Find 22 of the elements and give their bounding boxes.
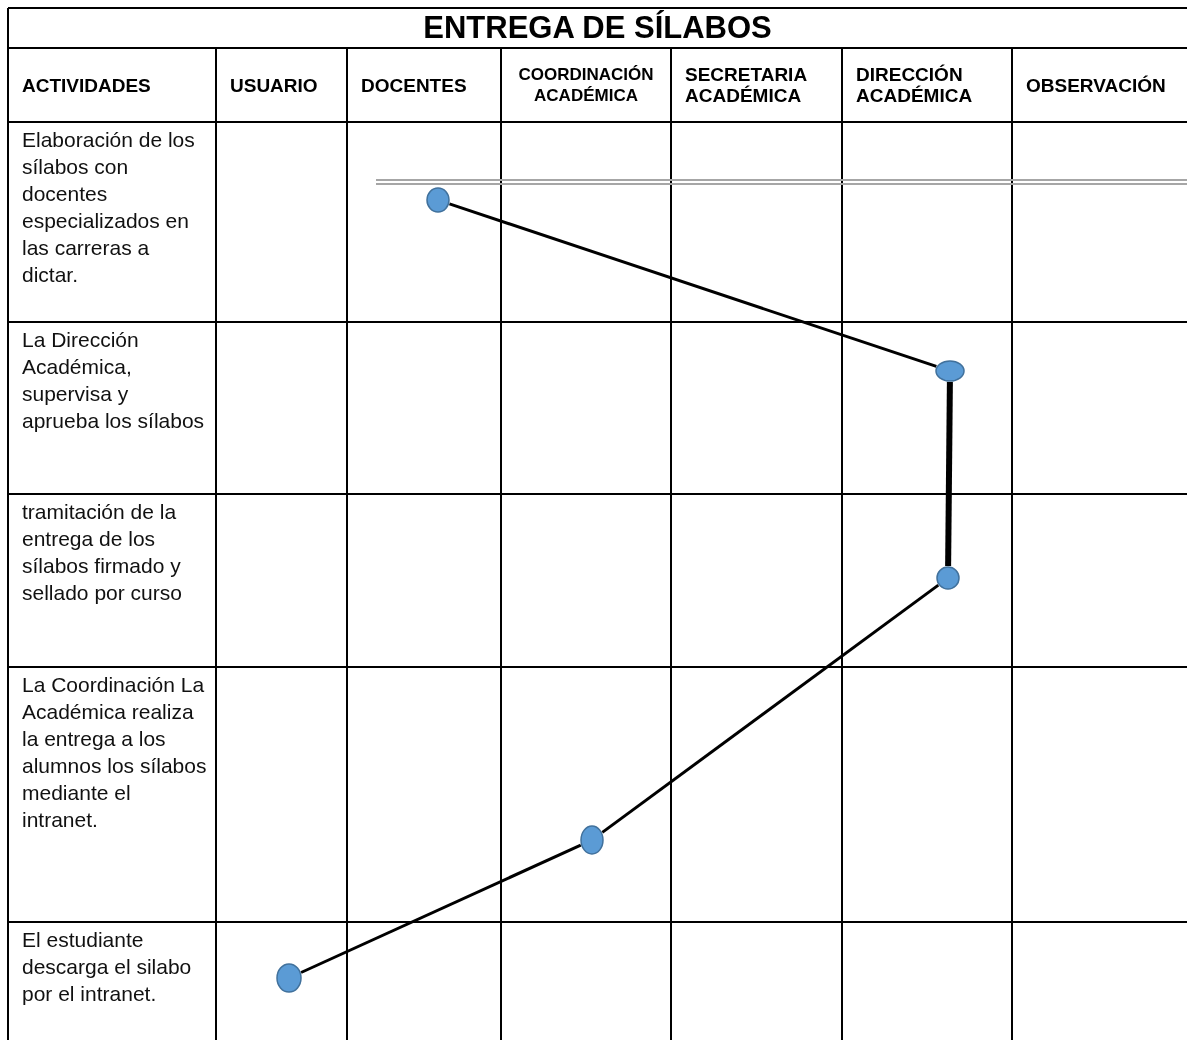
column-header: SECRETARIA ACADÉMICA	[685, 63, 808, 108]
table-title: ENTREGA DE SÍLABOS	[422, 10, 773, 46]
step-dot	[580, 825, 604, 855]
column-header: USUARIO	[230, 73, 319, 98]
step-dot	[936, 566, 960, 590]
connector-line	[300, 843, 582, 974]
column-header: ACTIVIDADES	[22, 73, 152, 98]
step-dot	[426, 187, 450, 213]
connector-line	[449, 202, 937, 368]
activity-text: tramitación de la entrega de los sílabos firmado y sellado por curso	[22, 499, 183, 606]
activity-text: Elaboración de los sílabos con docentes especializados en las carreras a dictar.	[22, 127, 196, 288]
column-header: DIRECCIÓN ACADÉMICA	[856, 63, 974, 108]
step-dot	[935, 360, 965, 382]
connector-line	[945, 381, 953, 567]
activity-text: La Dirección Académica, supervisa y aprueba los sílabos	[22, 327, 206, 434]
column-header: COORDINACIÓN ACADÉMICA	[517, 64, 655, 107]
step-dot	[276, 963, 302, 993]
column-header: OBSERVACIÓN	[1026, 73, 1167, 98]
column-header: DOCENTES	[361, 73, 468, 98]
activity-text: La Coordinación La Académica realiza la entrega a los alumnos los sílabos mediante el intranet.	[22, 672, 208, 833]
activity-text: El estudiante descarga el silabo por el intranet.	[22, 927, 193, 1007]
connector-line	[601, 583, 940, 834]
